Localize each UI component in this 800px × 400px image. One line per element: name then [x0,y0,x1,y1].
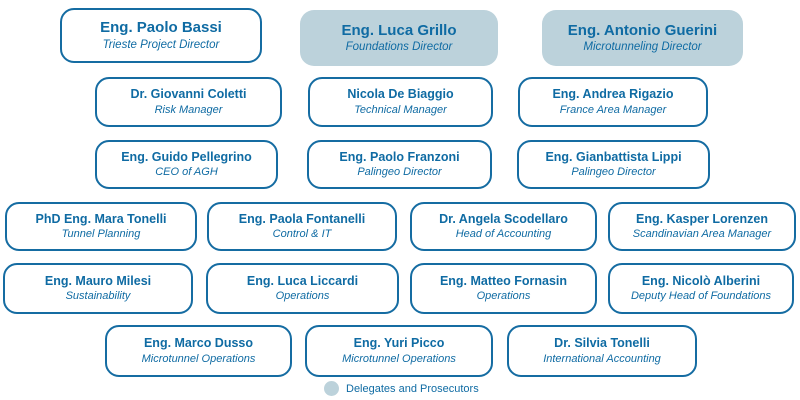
org-box-angela-scodellaro: Dr. Angela Scodellaro Head of Accounting [410,202,597,251]
person-name: Dr. Silvia Tonelli [554,336,650,351]
person-title: International Accounting [543,352,661,365]
org-box-paolo-franzoni: Eng. Paolo Franzoni Palingeo Director [307,140,492,189]
person-name: Nicola De Biaggio [347,87,454,102]
person-name: Dr. Giovanni Coletti [130,87,247,102]
person-name: Dr. Angela Scodellaro [439,211,568,226]
person-title: Trieste Project Director [102,38,220,51]
person-title: Tunnel Planning [61,228,141,241]
org-box-antonio-guerini: Eng. Antonio Guerini Microtunneling Dire… [542,10,743,66]
org-box-andrea-rigazio: Eng. Andrea Rigazio France Area Manager [518,77,708,127]
org-box-yuri-picco: Eng. Yuri Picco Microtunnel Operations [305,325,493,377]
org-box-giovanni-coletti: Dr. Giovanni Coletti Risk Manager [95,77,282,127]
person-title: Microtunneling Director [583,41,702,54]
person-name: Eng. Marco Dusso [143,336,254,351]
org-box-nicolo-alberini: Eng. Nicolò Alberini Deputy Head of Foun… [608,263,794,314]
person-name: Eng. Yuri Picco [353,336,445,351]
person-title: Palingeo Director [357,166,442,179]
org-box-luca-liccardi: Eng. Luca Liccardi Operations [206,263,399,314]
org-box-mauro-milesi: Eng. Mauro Milesi Sustainability [3,263,193,314]
person-name: Eng. Paola Fontanelli [238,211,366,226]
person-name: Eng. Guido Pellegrino [121,149,252,164]
person-title: Operations [476,290,531,303]
person-name: Eng. Luca Grillo [341,21,457,39]
person-name: Eng. Antonio Guerini [567,21,718,39]
org-box-mara-tonelli: PhD Eng. Mara Tonelli Tunnel Planning [5,202,197,251]
org-box-guido-pellegrino: Eng. Guido Pellegrino CEO of AGH [95,140,278,189]
org-box-kasper-lorenzen: Eng. Kasper Lorenzen Scandinavian Area M… [608,202,796,251]
legend: Delegates and Prosecutors [324,381,479,396]
person-title: Operations [275,290,330,303]
person-title: Scandinavian Area Manager [632,228,772,241]
person-name: Eng. Paolo Franzoni [339,149,460,164]
org-box-marco-dusso: Eng. Marco Dusso Microtunnel Operations [105,325,292,377]
org-box-paola-fontanelli: Eng. Paola Fontanelli Control & IT [207,202,397,251]
person-title: Deputy Head of Foundations [630,290,772,303]
person-title: Head of Accounting [455,228,552,241]
person-name: Eng. Paolo Bassi [100,19,222,37]
org-box-matteo-fornasin: Eng. Matteo Fornasin Operations [410,263,597,314]
person-title: Sustainability [65,290,131,303]
person-title: Foundations Director [345,41,453,54]
org-box-silvia-tonelli: Dr. Silvia Tonelli International Account… [507,325,697,377]
person-name: Eng. Mauro Milesi [44,273,152,288]
person-title: Microtunnel Operations [342,352,456,365]
person-name: Eng. Luca Liccardi [246,273,359,288]
person-title: Palingeo Director [571,166,656,179]
person-title: Microtunnel Operations [141,352,256,365]
org-box-gianbattista-lippi: Eng. Gianbattista Lippi Palingeo Directo… [517,140,710,189]
org-box-nicola-de-biaggio: Nicola De Biaggio Technical Manager [308,77,493,127]
person-title: Risk Manager [154,103,223,116]
person-title: Control & IT [272,228,332,241]
org-box-paolo-bassi: Eng. Paolo Bassi Trieste Project Directo… [60,8,262,63]
person-title: France Area Manager [559,103,667,116]
legend-label: Delegates and Prosecutors [346,382,479,395]
org-box-luca-grillo: Eng. Luca Grillo Foundations Director [300,10,498,66]
person-name: Eng. Gianbattista Lippi [545,149,682,164]
person-name: Eng. Matteo Fornasin [439,273,568,288]
delegate-circle-icon [324,381,339,396]
person-name: Eng. Nicolò Alberini [641,273,761,288]
person-title: CEO of AGH [155,166,218,179]
person-name: PhD Eng. Mara Tonelli [35,211,167,226]
person-title: Technical Manager [354,103,447,116]
person-name: Eng. Kasper Lorenzen [636,211,768,226]
person-name: Eng. Andrea Rigazio [552,87,674,102]
